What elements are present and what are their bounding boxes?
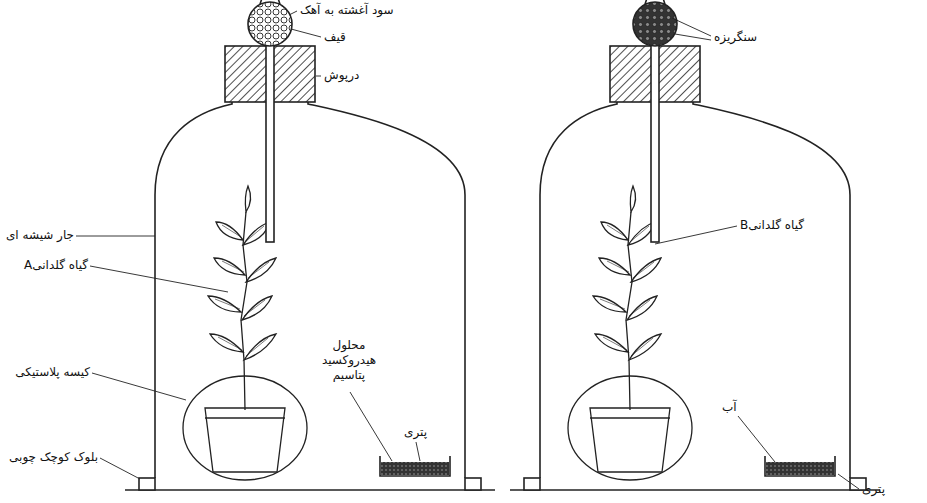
- part-label: سنگریزه: [714, 30, 757, 45]
- part-label: درپوش: [324, 68, 359, 83]
- part-label: سود آغشته به آهک: [300, 3, 394, 18]
- part-label: گیاه گلدانیA: [24, 258, 88, 273]
- part-label: پتری: [862, 482, 885, 497]
- part-label: قیف: [324, 30, 346, 45]
- part-label: آب: [722, 400, 737, 415]
- part-label: پتری: [404, 425, 427, 440]
- part-label: محلول هیدروکسید پتاسیم: [310, 338, 388, 383]
- leader-lines: [76, 11, 859, 489]
- part-label: گیاه گلدانیB: [740, 218, 804, 233]
- part-label: بلوک کوچک چوبی: [9, 450, 98, 465]
- part-label: کیسه پلاستیکی: [15, 365, 90, 380]
- part-label: جار شیشه ای: [6, 228, 74, 243]
